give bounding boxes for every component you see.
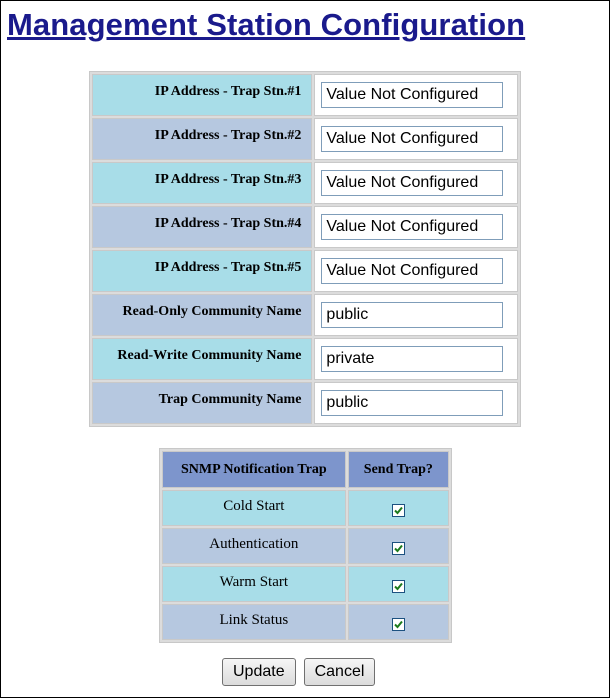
- link-status-checkbox[interactable]: [391, 617, 405, 631]
- config-label: IP Address - Trap Stn.#4: [92, 206, 313, 248]
- authentication-checkbox[interactable]: [391, 541, 405, 555]
- trap-row-warm-start: Warm Start: [162, 566, 449, 602]
- trap-community-input[interactable]: [321, 390, 504, 416]
- config-label: IP Address - Trap Stn.#5: [92, 250, 313, 292]
- trap-stn-4-ip-input[interactable]: [321, 214, 504, 240]
- checkmark-icon: [394, 506, 403, 515]
- update-button[interactable]: Update: [222, 658, 296, 686]
- config-row-trap-stn-4: IP Address - Trap Stn.#4: [92, 206, 518, 248]
- checkmark-icon: [394, 582, 403, 591]
- checkmark-icon: [394, 620, 403, 629]
- col-header-notification: SNMP Notification Trap: [162, 451, 346, 488]
- trap-row-cold-start: Cold Start: [162, 490, 449, 526]
- trap-name: Link Status: [162, 604, 346, 640]
- trap-stn-3-ip-input[interactable]: [321, 170, 504, 196]
- config-label: Read-Write Community Name: [92, 338, 313, 380]
- trap-name: Authentication: [162, 528, 346, 564]
- warm-start-checkbox[interactable]: [391, 579, 405, 593]
- trap-row-link-status: Link Status: [162, 604, 449, 640]
- trap-name: Warm Start: [162, 566, 346, 602]
- cancel-button[interactable]: Cancel: [303, 658, 376, 686]
- snmp-trap-table: SNMP Notification Trap Send Trap? Cold S…: [159, 448, 452, 643]
- config-row-trap-stn-3: IP Address - Trap Stn.#3: [92, 162, 518, 204]
- config-label: Trap Community Name: [92, 382, 313, 424]
- config-table: IP Address - Trap Stn.#1 IP Address - Tr…: [89, 71, 521, 427]
- trap-stn-2-ip-input[interactable]: [321, 126, 504, 152]
- config-label: IP Address - Trap Stn.#1: [92, 74, 313, 116]
- trap-name: Cold Start: [162, 490, 346, 526]
- trap-stn-1-ip-input[interactable]: [321, 82, 504, 108]
- config-label: IP Address - Trap Stn.#2: [92, 118, 313, 160]
- config-row-trap-stn-5: IP Address - Trap Stn.#5: [92, 250, 518, 292]
- col-header-send-trap: Send Trap?: [347, 451, 449, 488]
- config-row-trap-stn-2: IP Address - Trap Stn.#2: [92, 118, 518, 160]
- read-only-community-input[interactable]: [321, 302, 504, 328]
- config-row-trap-stn-1: IP Address - Trap Stn.#1: [92, 74, 518, 116]
- trap-stn-5-ip-input[interactable]: [321, 258, 504, 284]
- config-label: Read-Only Community Name: [92, 294, 313, 336]
- checkmark-icon: [394, 544, 403, 553]
- config-row-read-write-community: Read-Write Community Name: [92, 338, 518, 380]
- config-row-trap-community: Trap Community Name: [92, 382, 518, 424]
- config-label: IP Address - Trap Stn.#3: [92, 162, 313, 204]
- cold-start-checkbox[interactable]: [391, 503, 405, 517]
- page-title: Management Station Configuration: [7, 7, 526, 42]
- trap-row-authentication: Authentication: [162, 528, 449, 564]
- read-write-community-input[interactable]: [321, 346, 504, 372]
- config-row-read-only-community: Read-Only Community Name: [92, 294, 518, 336]
- trap-table-header: SNMP Notification Trap Send Trap?: [162, 451, 449, 488]
